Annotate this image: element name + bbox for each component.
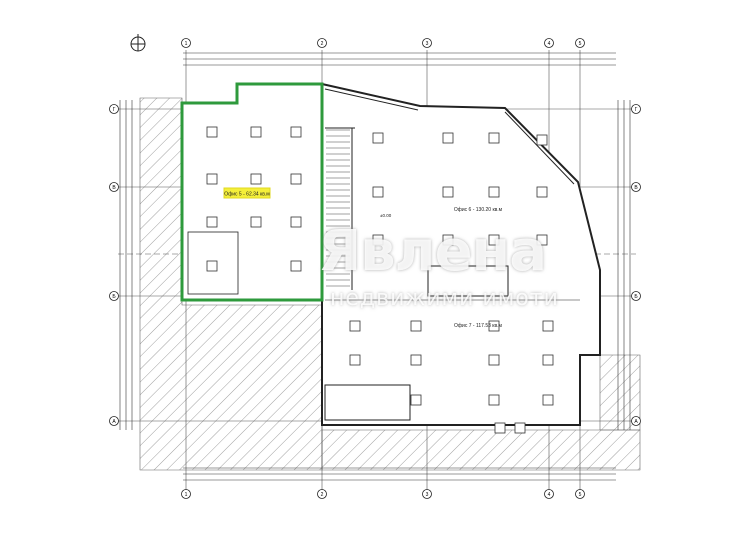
grid-bubble	[544, 489, 554, 499]
grid-bubble	[544, 38, 554, 48]
column	[206, 260, 218, 272]
column	[488, 186, 500, 198]
column	[442, 186, 454, 198]
column	[488, 394, 500, 406]
grid-bubble-label: А	[634, 419, 638, 425]
grid-bubble-label: 4	[548, 41, 551, 47]
grid-bubble-label: Б	[634, 294, 638, 300]
column	[372, 186, 384, 198]
grid-bubble	[631, 182, 641, 192]
grid-bubble	[575, 489, 585, 499]
column	[410, 320, 422, 332]
column	[206, 216, 218, 228]
grid-bubble-label: 1	[185, 41, 188, 47]
grid-bubble	[631, 291, 641, 301]
grid-bubble	[631, 104, 641, 114]
column	[250, 126, 262, 138]
column	[372, 132, 384, 144]
column	[206, 173, 218, 185]
grid-bubble-label: 1	[185, 492, 188, 498]
dimension-lines	[119, 52, 631, 481]
grid-bubble	[422, 38, 432, 48]
grid-bubble	[109, 291, 119, 301]
grid-bubble-label: Б	[112, 294, 116, 300]
office-5-label-highlight	[223, 187, 271, 199]
column	[536, 234, 548, 246]
columns	[206, 126, 554, 434]
grid-bubble	[317, 38, 327, 48]
column	[494, 422, 506, 434]
office-6-label: Офис 6 - 130.20 кв.м	[454, 207, 503, 213]
column	[372, 234, 384, 246]
column	[410, 354, 422, 366]
column	[250, 173, 262, 185]
column	[206, 126, 218, 138]
column	[290, 216, 302, 228]
grid-bubble	[109, 416, 119, 426]
grid-bubble	[109, 182, 119, 192]
column	[536, 134, 548, 146]
grid-bubble	[631, 416, 641, 426]
grid-bubble-label: В	[112, 185, 116, 191]
grid-bubble	[317, 489, 327, 499]
office-7-label: Офис 7 - 117.53 кв.м	[454, 323, 502, 329]
office-5-selection-outline[interactable]	[180, 82, 324, 302]
column	[290, 173, 302, 185]
grid-bubble-label: 5	[579, 41, 582, 47]
grid-bubble	[109, 104, 119, 114]
column	[250, 216, 262, 228]
column	[290, 260, 302, 272]
staircase	[326, 129, 350, 287]
column	[349, 320, 361, 332]
column	[542, 354, 554, 366]
grid-bubble-label: Г	[635, 107, 638, 113]
grid-bubble-label: 4	[548, 492, 551, 498]
column	[410, 394, 422, 406]
grid-bubble	[575, 38, 585, 48]
column	[442, 234, 454, 246]
grid-bubble	[181, 489, 191, 499]
column	[349, 354, 361, 366]
column	[488, 132, 500, 144]
grid-bubble-label: 5	[579, 492, 582, 498]
column	[488, 354, 500, 366]
office-5-label: Офис 5 - 62.34 кв.м	[224, 192, 270, 198]
column	[536, 186, 548, 198]
column	[542, 320, 554, 332]
grid-bubble-label: В	[634, 185, 638, 191]
grid-bubble-label: Г	[113, 107, 116, 113]
column	[488, 320, 500, 332]
grid-bubble	[422, 489, 432, 499]
grid-bubble-label: 2	[321, 492, 324, 498]
column	[514, 422, 526, 434]
level-mark: ±0.00	[380, 213, 392, 218]
grid-bubble-label: А	[112, 419, 116, 425]
column	[542, 394, 554, 406]
column	[488, 234, 500, 246]
grid-bubble-label: 2	[321, 41, 324, 47]
column	[290, 126, 302, 138]
grid-bubble-label: 3	[426, 41, 429, 47]
north-arrow-icon	[130, 34, 146, 52]
grid-bubble	[181, 38, 191, 48]
grid-bubble-label: 3	[426, 492, 429, 498]
column	[442, 132, 454, 144]
